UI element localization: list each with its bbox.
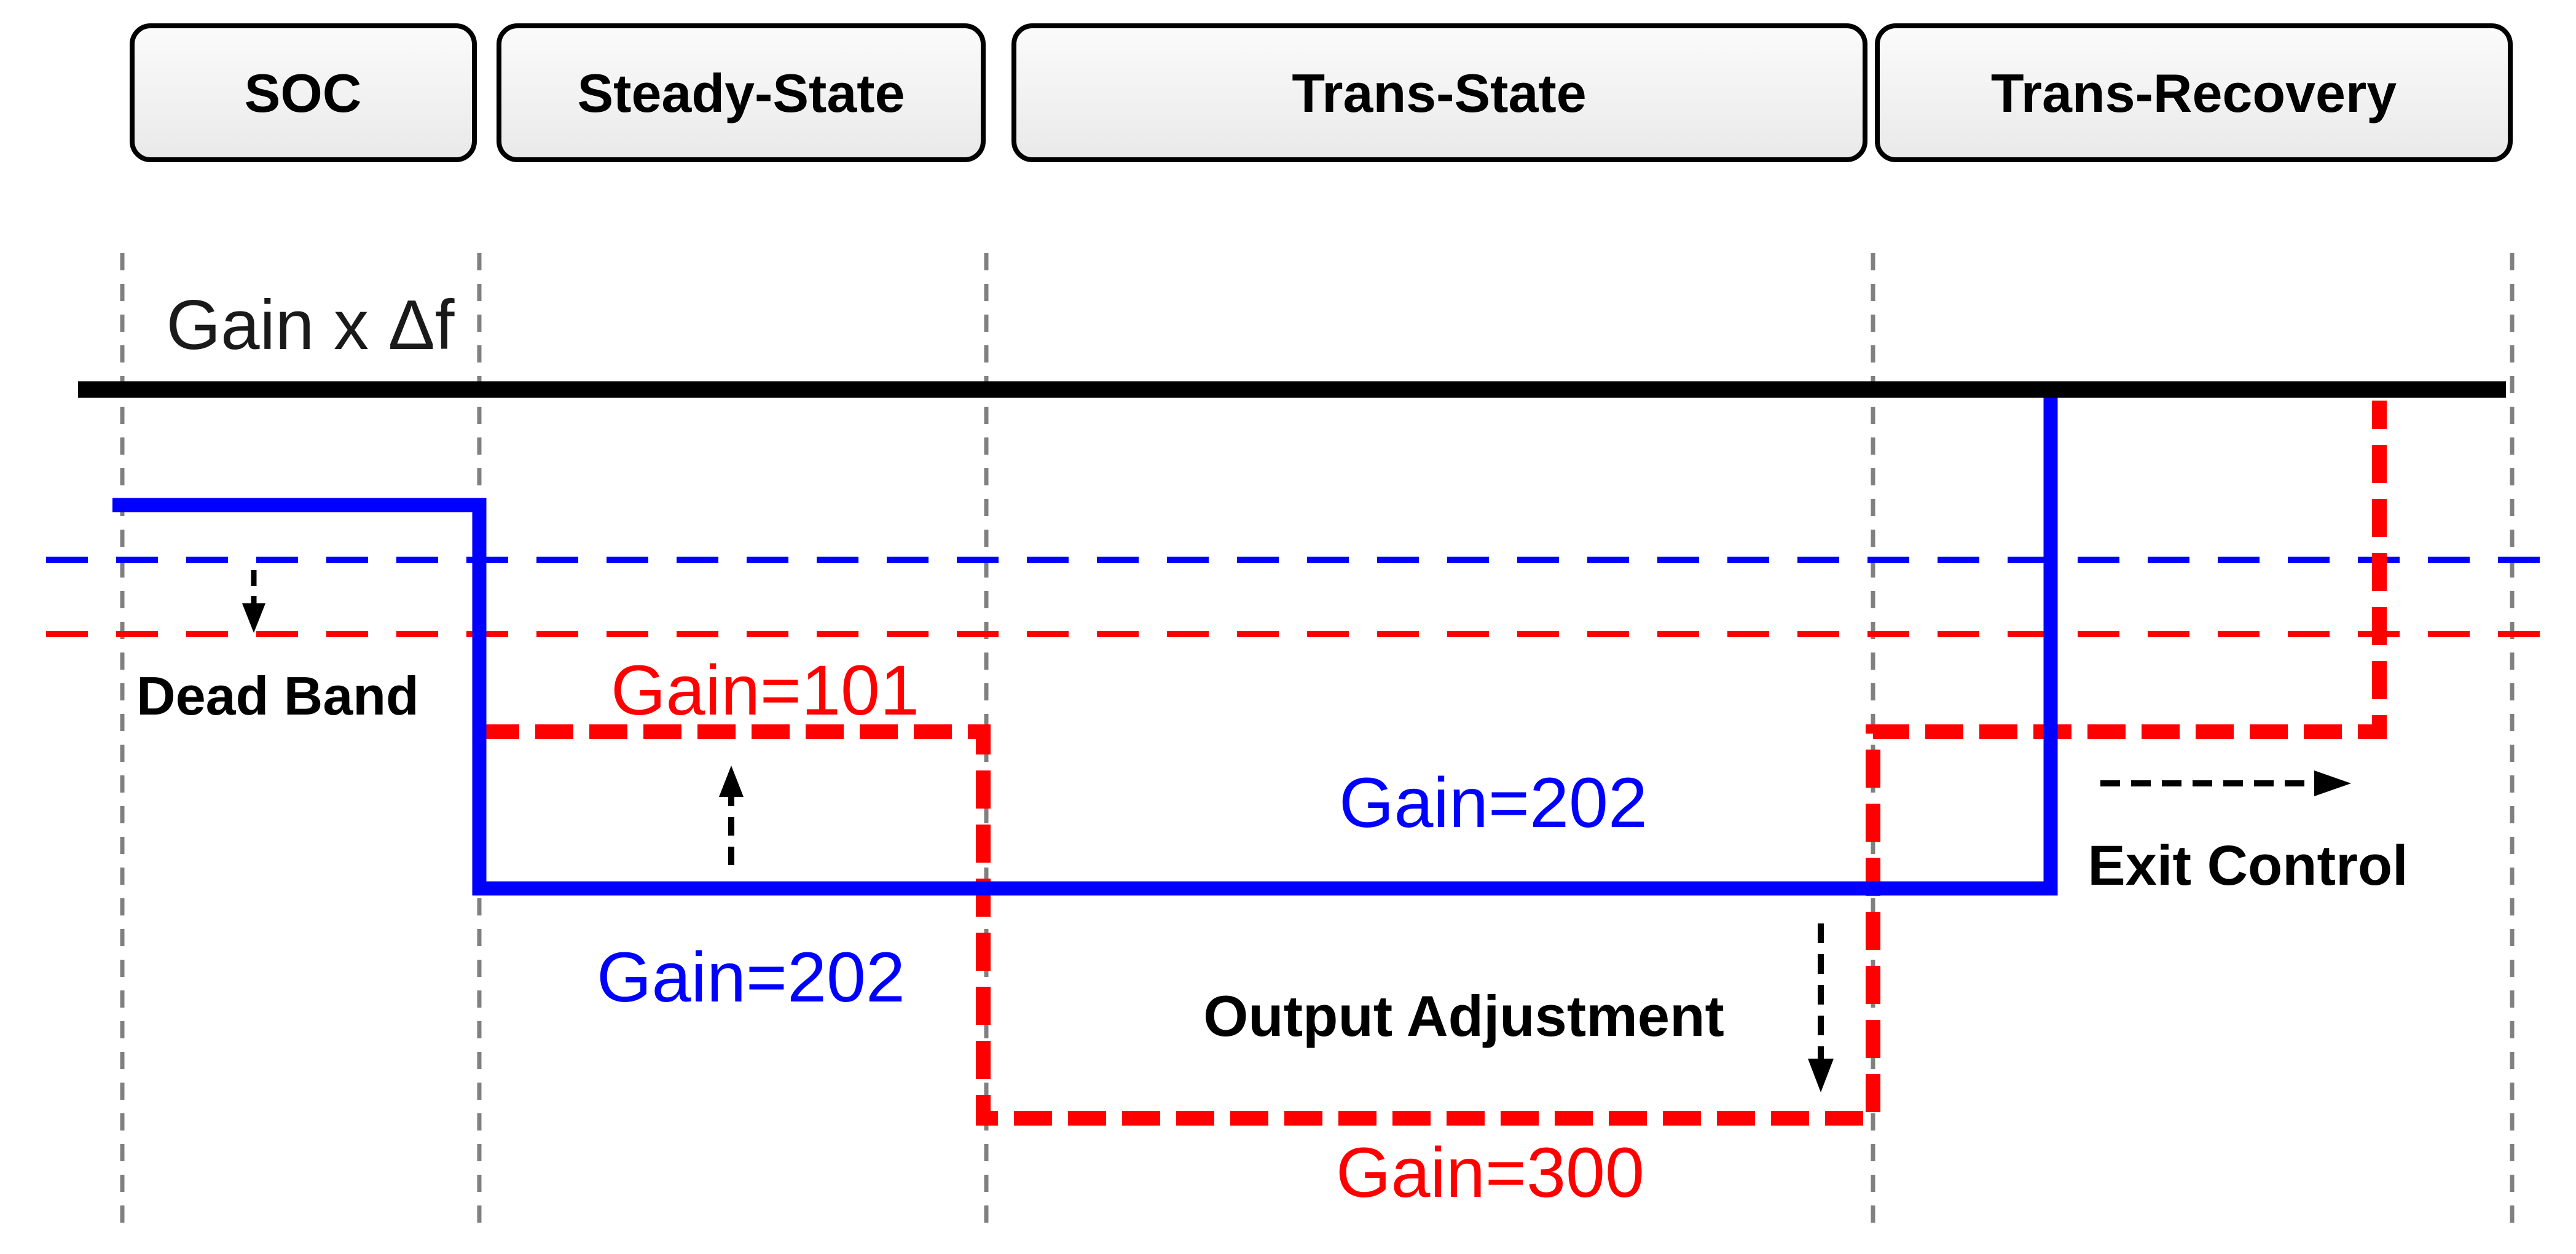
exit-control-label: Exit Control [2087,834,2408,897]
phase-box-soc-label: SOC [245,63,362,123]
dead-band-arrow-head [242,603,265,633]
annotation-arrows [242,570,2351,1092]
axis-label-gain-x-delta-f: Gain x Δf [167,286,455,364]
phase-box-steady-state: Steady-State [497,23,986,162]
dead-band-label: Dead Band [136,665,419,726]
output-adjustment-arrow-head [1808,1059,1834,1092]
phase-header-row: SOC Steady-State Trans-State Trans-Recov… [130,23,2513,162]
gain-increase-up-arrow [719,766,744,865]
dead-band-down-arrow [242,570,265,633]
phase-box-trans-state-rect [1011,23,1867,162]
phase-box-trans-recovery: Trans-Recovery [1875,23,2513,162]
gain-increase-arrow-head [719,766,744,797]
output-adjustment-down-arrow [1808,923,1834,1092]
phase-box-trans-recovery-label: Trans-Recovery [1991,63,2397,123]
phase-box-steady-state-label: Steady-State [577,63,905,123]
exit-control-right-arrow [2100,770,2351,796]
phase-box-trans-state-label: Trans-State [1292,63,1586,123]
gain-202-left-label: Gain=202 [597,938,905,1017]
output-adjustment-label: Output Adjustment [1203,984,1724,1048]
blue-output-step-line [112,396,2058,896]
phase-box-trans-state: Trans-State [1011,23,1867,162]
phase-box-steady-state-rect [497,23,986,162]
phase-box-trans-recovery-rect [1875,23,2513,162]
gain-101-label: Gain=101 [611,651,919,730]
phase-box-soc: SOC [130,23,477,162]
red-gain-step-line [481,401,2387,1126]
exit-control-arrow-head [2314,770,2351,796]
phase-box-soc-rect [130,23,477,162]
gain-202-middle-label: Gain=202 [1339,764,1647,842]
phase-separator-lines [120,253,2515,1234]
gain-300-label: Gain=300 [1336,1134,1644,1212]
